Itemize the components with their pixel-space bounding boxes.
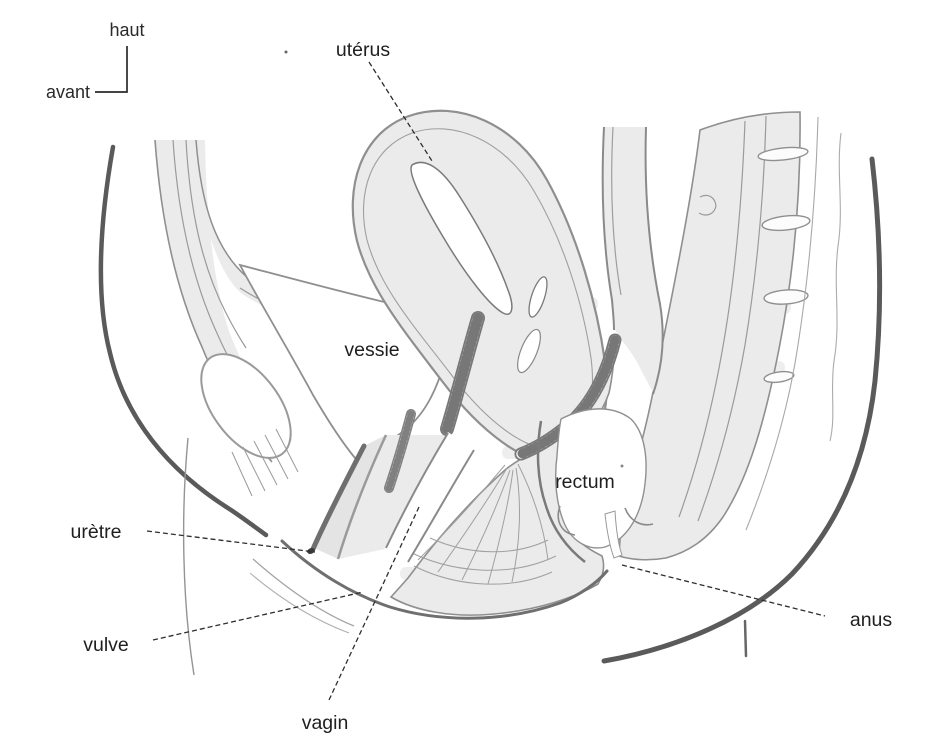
stray-dot-1 — [284, 50, 288, 54]
coccyx-tick — [743, 619, 748, 658]
rectal-fold-lenses — [757, 146, 811, 384]
labial-fold-line-1 — [252, 558, 355, 627]
pubic-hatching — [231, 428, 299, 497]
anal-canal-slit — [604, 510, 623, 559]
abdominal-skin-line — [98, 144, 269, 538]
muscle-fan-lines — [401, 463, 557, 585]
label-urethra: urètre — [71, 521, 122, 543]
vaginal-lumen — [384, 432, 474, 562]
urethro-vaginal-septum — [338, 435, 448, 559]
orientation-axes — [95, 46, 128, 93]
leader-line-vagina — [328, 506, 420, 701]
cervical-canal — [528, 276, 548, 318]
sphincter-curl-left — [557, 505, 576, 536]
uterus-shape — [351, 109, 608, 464]
label-anus: anus — [850, 609, 893, 631]
pubic-bone — [200, 353, 299, 497]
label-bladder: vessie — [344, 339, 399, 361]
urethra-channel — [307, 434, 388, 560]
label-vulva: vulve — [83, 634, 129, 656]
orientation-marker: haut avant — [46, 20, 145, 102]
uterine-cavity — [410, 161, 513, 315]
sacrum-outline-line — [601, 156, 883, 664]
label-vagina: vagin — [302, 712, 349, 734]
stray-dot-2 — [620, 464, 624, 468]
rectal-ampulla — [536, 408, 654, 563]
colon-sacrum-mass — [618, 111, 842, 561]
label-rectum: rectum — [555, 471, 615, 493]
leader-line-uterus — [368, 61, 433, 162]
leader-line-urethra — [146, 530, 316, 553]
rectal-lumen — [555, 408, 647, 549]
leader-line-anus — [621, 564, 826, 617]
orientation-up-label: haut — [109, 20, 144, 40]
urethral-meatus — [307, 548, 315, 554]
label-uterus: utérus — [336, 39, 390, 61]
leader-line-vulva — [152, 591, 364, 641]
vaginal-wall-ribbed-anterior — [440, 311, 485, 436]
fornix-gap — [517, 328, 541, 374]
anatomy-labels: utérus vessie rectum urètre vulve vagin … — [71, 39, 893, 734]
urethral-wall-ribbed — [384, 409, 416, 493]
lower-skin-line — [182, 437, 195, 676]
leader-lines — [146, 61, 826, 701]
orientation-front-label: avant — [46, 82, 90, 102]
perineal-skin-line — [280, 539, 609, 620]
vertebra-notch — [698, 194, 717, 216]
labial-fold-line-2 — [249, 572, 350, 634]
sphincter-curl-right — [624, 507, 654, 526]
rectum-tube — [601, 126, 664, 395]
